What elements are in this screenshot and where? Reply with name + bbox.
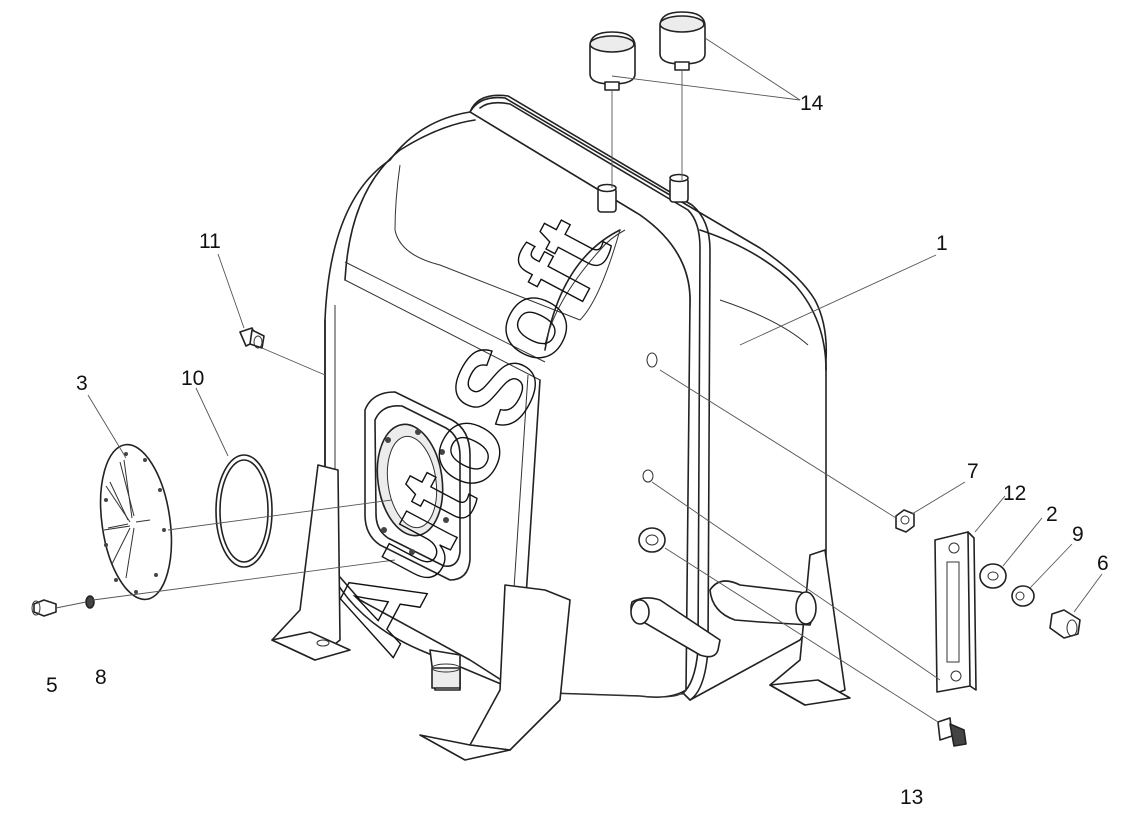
- callout-13: 13: [900, 786, 923, 809]
- callout-11: 11: [199, 230, 221, 253]
- fitting-part-13: [937, 717, 967, 747]
- callout-14: 14: [800, 92, 824, 115]
- callout-8: 8: [95, 666, 107, 689]
- o-ring-part-10: [215, 454, 273, 568]
- bolt-part-6: [1049, 609, 1081, 639]
- front-opening-flange: [364, 391, 471, 581]
- callout-7: 7: [967, 460, 979, 483]
- callout-12: 12: [1003, 482, 1026, 505]
- callout-2: 2: [1046, 503, 1058, 526]
- top-bosses: [597, 173, 689, 213]
- callout-9: 9: [1072, 523, 1084, 546]
- nut-part-7: [895, 509, 915, 533]
- leader-lines: [55, 37, 1103, 723]
- washer-part-2: [979, 563, 1007, 589]
- cap-part-14: [589, 11, 706, 91]
- cover-disc-part-3: [99, 443, 173, 601]
- bolt-part-5: [31, 599, 57, 617]
- callout-1: 1: [936, 232, 948, 255]
- callout-6: 6: [1097, 552, 1109, 575]
- washer-part-8: [85, 595, 95, 609]
- plug-part-11: [239, 327, 265, 349]
- support-feet: [271, 464, 851, 761]
- side-pipes: [630, 352, 817, 658]
- gauge-strip-part-12: [934, 531, 977, 693]
- washer-part-9: [1011, 585, 1035, 607]
- callout-5: 5: [46, 674, 58, 697]
- callout-10: 10: [181, 367, 204, 390]
- callout-labels: 1 2 3 5 6 7 8 9 10 11 12 13 14: [46, 92, 1109, 809]
- callout-3: 3: [76, 372, 88, 395]
